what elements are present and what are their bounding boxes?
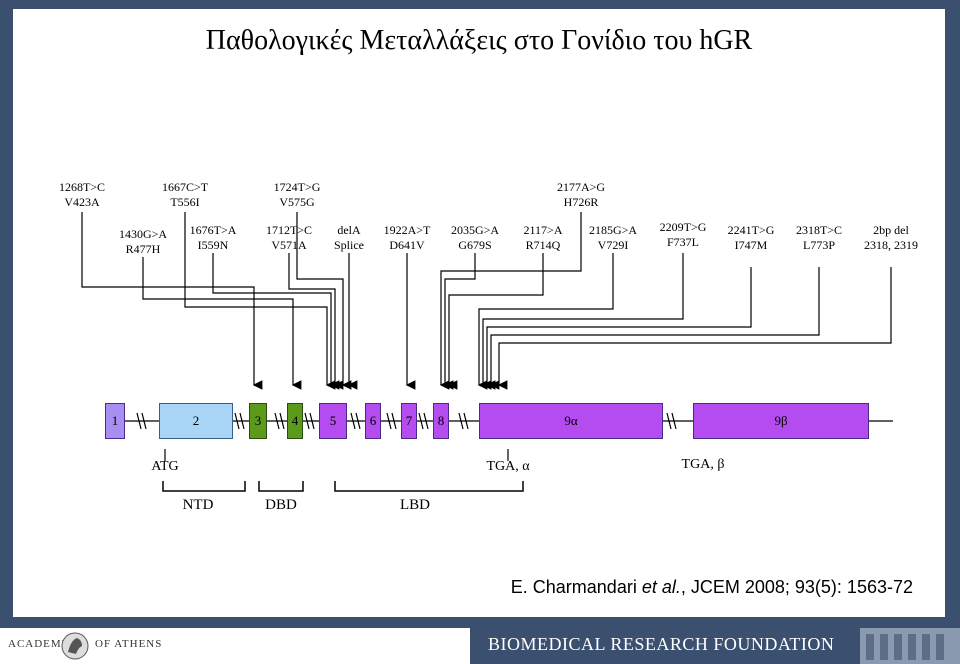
athena-logo-icon bbox=[61, 632, 89, 660]
exon-2: 2 bbox=[159, 403, 233, 439]
academy-label: ACADEMY bbox=[8, 638, 71, 650]
foundation-name: BIOMEDICAL RESEARCH FOUNDATION bbox=[488, 634, 835, 654]
exon-7: 7 bbox=[401, 403, 417, 439]
exon-5: 5 bbox=[319, 403, 347, 439]
exon-9-alpha: 9α bbox=[479, 403, 663, 439]
slide: Παθολογικές Μεταλλάξεις στο Γονίδιο του … bbox=[13, 9, 945, 617]
tga-beta-label: TGA, β bbox=[681, 457, 725, 472]
exon-6: 6 bbox=[365, 403, 381, 439]
exon-3: 3 bbox=[249, 403, 267, 439]
footer: ACADEMY OF ATHENS BIOMEDICAL RESEARCH FO… bbox=[0, 628, 960, 664]
connector-lines bbox=[81, 212, 893, 492]
exon-8: 8 bbox=[433, 403, 449, 439]
slide-title: Παθολογικές Μεταλλάξεις στο Γονίδιο του … bbox=[205, 25, 753, 56]
tga-alpha-label: TGA, α bbox=[486, 459, 530, 474]
building-icon bbox=[860, 628, 960, 664]
domain-ntd-label: NTD bbox=[182, 497, 214, 513]
foundation-band: BIOMEDICAL RESEARCH FOUNDATION bbox=[470, 628, 960, 664]
atg-label: ATG bbox=[151, 459, 179, 474]
domain-dbd-label: DBD bbox=[265, 497, 297, 513]
citation: E. Charmandari et al., JCEM 2008; 93(5):… bbox=[510, 577, 913, 597]
domain-lbd-label: LBD bbox=[400, 497, 430, 513]
exon-4: 4 bbox=[287, 403, 303, 439]
exon-1: 1 bbox=[105, 403, 125, 439]
exon-9-beta: 9β bbox=[693, 403, 869, 439]
of-athens-label: OF ATHENS bbox=[95, 638, 163, 650]
slide-frame: Παθολογικές Μεταλλάξεις στο Γονίδιο του … bbox=[0, 0, 960, 628]
